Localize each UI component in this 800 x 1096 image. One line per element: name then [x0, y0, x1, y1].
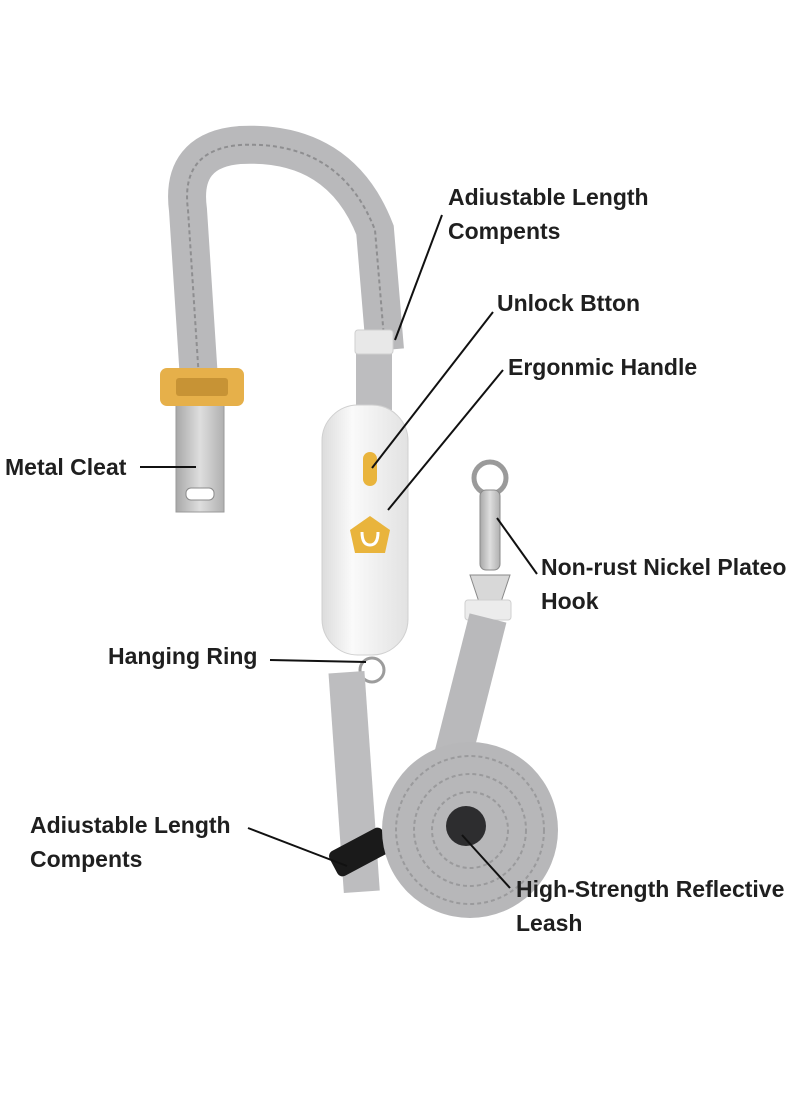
leash-coil-center: [446, 806, 486, 846]
hook-body: [479, 489, 501, 571]
label-reflective-leash: High-Strength Reflective Leash: [516, 872, 784, 940]
label-line: Compents: [448, 218, 561, 244]
label-adjustable-length-bottom: Adiustable Length Compents: [30, 808, 231, 876]
label-nickel-hook: Non-rust Nickel Plateo Hook: [541, 550, 786, 618]
leader-hanging-ring: [269, 659, 367, 663]
label-line: Hanging Ring: [108, 643, 258, 669]
label-line: Ergonmic Handle: [508, 354, 698, 380]
label-line: Hook: [541, 588, 599, 614]
leash-coil-ring-1: [395, 755, 545, 905]
upper-strap-stitch: [186, 143, 386, 396]
leash-coil-ring-2: [413, 773, 527, 887]
leash-coil-ring-3: [431, 791, 509, 869]
leader-reflective-leash: [461, 834, 511, 889]
leader-nickel-hook: [496, 517, 538, 575]
label-line: Adiustable Length: [448, 184, 649, 210]
label-unlock-button: Unlock Btton: [497, 286, 640, 320]
label-line: Adiustable Length: [30, 812, 231, 838]
metal-cleat-hole: [185, 487, 215, 501]
unlock-button: [363, 452, 377, 486]
leader-adjustable-top: [394, 214, 443, 341]
hook-eye: [471, 459, 509, 497]
label-line: Non-rust Nickel Plateo: [541, 554, 787, 580]
label-metal-cleat: Metal Cleat: [5, 450, 126, 484]
label-hanging-ring: Hanging Ring: [108, 639, 257, 673]
upper-strap-loop: [168, 125, 404, 397]
handle-logo-mark: [360, 531, 380, 547]
label-line: Leash: [516, 910, 583, 936]
leader-ergonomic-handle: [387, 369, 504, 511]
label-line: Unlock Btton: [497, 290, 641, 316]
cleat-buckle-slot: [176, 378, 228, 396]
leader-adjustable-bottom: [247, 827, 348, 867]
label-line: Metal Cleat: [5, 454, 127, 480]
label-line: Compents: [30, 846, 143, 872]
label-adjustable-length-top: Adiustable Length Compents: [448, 180, 649, 248]
handle-logo: [350, 516, 390, 553]
hook-strap: [433, 613, 507, 765]
label-line: High-Strength Reflective: [516, 876, 785, 902]
leader-unlock-button: [371, 311, 494, 469]
top-adjuster-slider: [354, 329, 394, 355]
label-ergonomic-handle: Ergonmic Handle: [508, 350, 697, 384]
hanging-ring: [358, 656, 386, 684]
